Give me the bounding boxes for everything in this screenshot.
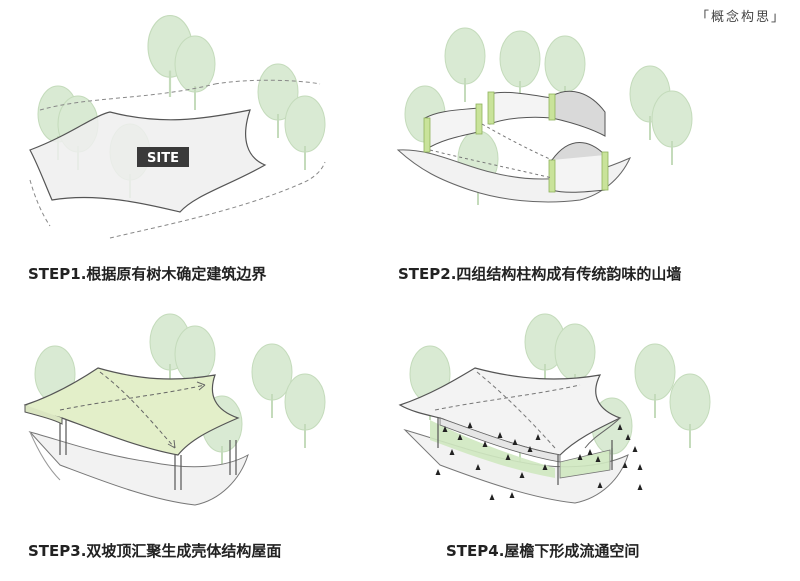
circulation-space [430,420,555,478]
step2-caption: STEP2.四组结构柱构成有传统韵味的山墙 [398,265,682,283]
roof-shell [23,367,240,456]
page-header: 「概念构思」 [695,10,786,25]
step3-caption: STEP3.双坡顶汇聚生成壳体结构屋面 [28,542,282,560]
column [548,93,556,121]
column [423,117,431,153]
step4-diagram [398,313,711,504]
step2-diagram [396,27,693,206]
step1-diagram: SITE [29,14,326,239]
step4-caption: STEP4.屋檐下形成流通空间 [446,542,640,560]
step1-caption: STEP1.根据原有树木确定建筑边界 [28,265,267,283]
column [548,159,556,193]
column [487,91,495,125]
site-label-box [137,147,189,167]
column [475,103,483,135]
site-label: SITE [147,151,179,166]
column [601,151,609,191]
step3-diagram [23,313,326,506]
